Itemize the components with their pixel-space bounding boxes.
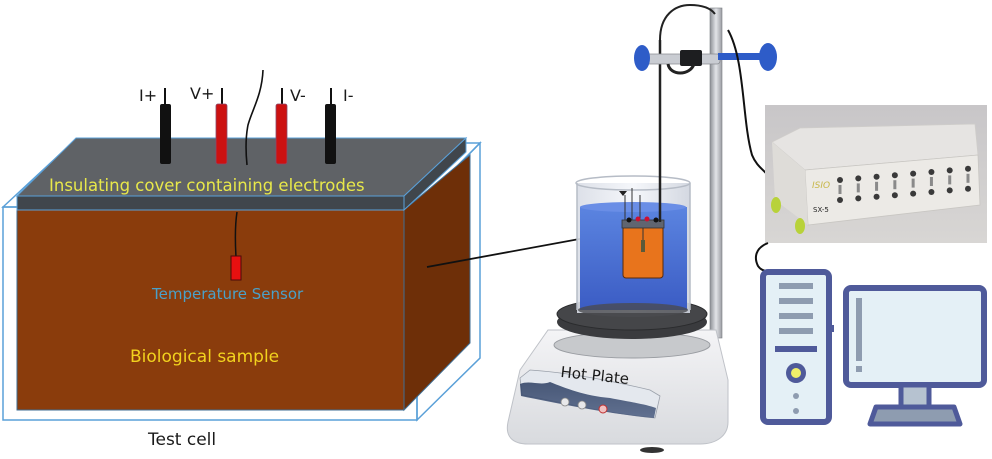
channel-connector-bottom[interactable] bbox=[855, 195, 862, 202]
computer bbox=[760, 269, 987, 427]
channel-connector-top[interactable] bbox=[837, 177, 843, 183]
logger-foot-1 bbox=[771, 197, 781, 213]
test-cell: I+ V+ V- I- Insulating cover containing … bbox=[1, 69, 482, 450]
sample-side bbox=[403, 153, 471, 412]
logger-to-computer-cable bbox=[754, 242, 773, 273]
water-surface bbox=[580, 202, 686, 212]
logger-foot-2 bbox=[795, 218, 805, 234]
sample-front bbox=[16, 209, 405, 411]
channel-indicator bbox=[838, 185, 842, 194]
channel-connector-bottom[interactable] bbox=[946, 187, 953, 194]
clamp-knob-left[interactable] bbox=[634, 45, 650, 71]
electrode-v-minus bbox=[275, 88, 288, 165]
channel-connector-top[interactable] bbox=[873, 173, 880, 180]
monitor-icon bbox=[843, 285, 987, 427]
channel-connector-bottom[interactable] bbox=[928, 189, 935, 195]
channel-indicator bbox=[966, 173, 970, 183]
electrode-label-i-plus: I+ bbox=[139, 86, 157, 105]
channel-connector-bottom[interactable] bbox=[837, 197, 843, 203]
logger-channel bbox=[873, 173, 880, 200]
logger-channel bbox=[855, 175, 862, 202]
test-cell-caption: Test cell bbox=[147, 430, 216, 450]
logger-brand-mark: ISIO bbox=[812, 181, 830, 191]
logger-model-label: SX-5 bbox=[813, 206, 829, 214]
logger-channel bbox=[910, 170, 917, 197]
channel-indicator bbox=[911, 178, 915, 188]
data-logger: ISIO SX-5 bbox=[754, 105, 987, 273]
biological-sample-label: Biological sample bbox=[130, 347, 279, 367]
sensor-cable bbox=[234, 211, 238, 258]
channel-connector-bottom[interactable] bbox=[873, 193, 880, 200]
cover-side-edge bbox=[403, 136, 467, 212]
electrode-i-plus bbox=[160, 88, 171, 164]
channel-connector-bottom[interactable] bbox=[910, 190, 917, 197]
hot-plate-foot bbox=[640, 447, 664, 453]
channel-indicator bbox=[948, 175, 952, 185]
channel-connector-top[interactable] bbox=[910, 170, 917, 177]
electrode-v-plus bbox=[215, 88, 228, 165]
channel-indicator bbox=[875, 181, 879, 191]
logger-channel bbox=[946, 167, 953, 194]
channel-connector-top[interactable] bbox=[965, 165, 971, 172]
clamp-knob-right[interactable] bbox=[759, 43, 777, 71]
logger-channel bbox=[837, 177, 843, 203]
electrode-label-i-minus: I- bbox=[343, 86, 354, 105]
temperature-sensor-label: Temperature Sensor bbox=[151, 285, 304, 303]
logger-channels bbox=[837, 165, 971, 203]
control-button-2[interactable] bbox=[577, 400, 587, 410]
computer-tower-icon bbox=[760, 269, 834, 425]
logger-side bbox=[772, 142, 808, 225]
channel-indicator bbox=[893, 180, 897, 190]
hot-plate-setup: Hot Plate bbox=[506, 3, 777, 453]
control-button-3[interactable] bbox=[598, 404, 608, 414]
channel-connector-top[interactable] bbox=[855, 175, 862, 182]
electrode-label-v-plus: V+ bbox=[190, 84, 214, 103]
immersed-test-cell bbox=[621, 188, 665, 279]
channel-indicator bbox=[929, 177, 933, 186]
logger-channel bbox=[965, 165, 971, 192]
cover-front-edge bbox=[16, 195, 405, 211]
spout-marker bbox=[619, 191, 627, 196]
temperature-sensor-wire bbox=[245, 69, 264, 166]
clamp bbox=[634, 43, 777, 75]
channel-connector-top[interactable] bbox=[928, 169, 935, 175]
logger-channel bbox=[928, 169, 935, 195]
channel-indicator bbox=[856, 183, 860, 193]
electrode-label-v-minus: V- bbox=[290, 86, 306, 105]
control-panel-graphic bbox=[520, 382, 656, 418]
electrode-i-minus bbox=[325, 88, 336, 164]
logger-channel bbox=[891, 172, 898, 199]
logger-top bbox=[771, 123, 979, 171]
probe-cable bbox=[659, 3, 716, 41]
temperature-sensor bbox=[230, 255, 242, 281]
channel-connector-top[interactable] bbox=[891, 172, 898, 179]
beaker-bottom bbox=[578, 303, 688, 317]
channel-connector-bottom[interactable] bbox=[965, 185, 971, 192]
channel-connector-bottom[interactable] bbox=[891, 192, 898, 199]
cover-label: Insulating cover containing electrodes bbox=[49, 176, 365, 195]
channel-connector-top[interactable] bbox=[946, 167, 953, 174]
control-button-1[interactable] bbox=[560, 397, 570, 407]
hot-plate: Hot Plate bbox=[506, 297, 729, 453]
